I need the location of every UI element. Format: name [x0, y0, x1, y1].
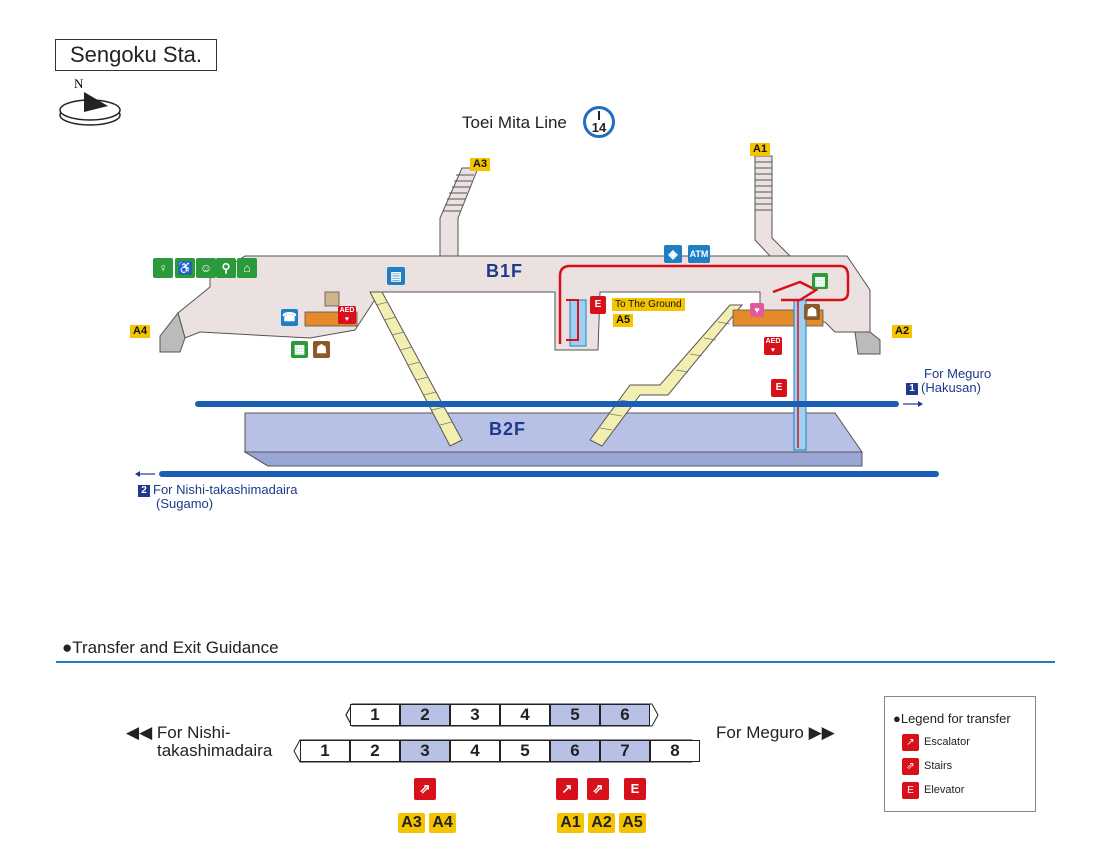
stairs-east — [589, 304, 744, 447]
exit-a5-tag: A5 — [613, 314, 634, 327]
left-direction-line1: ◀◀ For Nishi- — [126, 723, 231, 742]
baby-room-icon: ⚲ — [216, 258, 236, 278]
legend-box: ●Legend for transfer ↗ Escalator ⇗ Stair… — [884, 696, 1036, 812]
floor-b2f-label: B2F — [489, 419, 527, 439]
station-map — [135, 155, 939, 477]
legend-title: ●Legend for transfer — [893, 711, 1011, 726]
station-office-icon-west: ☗ — [313, 341, 330, 358]
ticket-machine-icon-west: ▦ — [291, 341, 308, 358]
line-code-number: 14 — [591, 120, 607, 135]
right-direction-label: For Meguro ▶▶ — [716, 723, 835, 742]
lower-car-7: 7 — [600, 740, 650, 762]
upper-car-3: 3 — [450, 704, 500, 726]
elevator-icon-car7: E — [624, 778, 646, 800]
lower-car-1: 1 — [300, 740, 350, 762]
baby-changing-icon: ⌂ — [237, 258, 257, 278]
exit-chip-a4: A4 — [429, 813, 456, 833]
exit-chip-a2: A2 — [588, 813, 615, 833]
parcel-icon: ◈ — [664, 245, 682, 263]
escalator-icon-car6: ↗ — [556, 778, 578, 800]
meguro-direction-line1: For Meguro — [924, 366, 992, 381]
aed-icon-west: AED♥ — [338, 306, 356, 324]
info-icon: ♥ — [750, 303, 764, 317]
wheelchair-restroom-icon: ♿ — [175, 258, 195, 278]
upper-car-6: 6 — [600, 704, 650, 726]
lower-car-3: 3 — [400, 740, 450, 762]
nishi-direction-line2: (Sugamo) — [156, 496, 214, 511]
lower-car-2: 2 — [350, 740, 400, 762]
ostomate-icon: ☺ — [196, 258, 216, 278]
line-label: Toei Mita Line — [462, 113, 567, 132]
legend-escalator-label: Escalator — [924, 736, 970, 748]
exit-chip-a3: A3 — [398, 813, 425, 833]
compass-icon: N — [59, 76, 121, 126]
exit-a2-tag: A2 — [892, 325, 913, 338]
section-divider — [56, 661, 1055, 663]
line-code-letter — [598, 111, 600, 120]
telephone-icon: ☎ — [281, 309, 298, 326]
lower-car-6: 6 — [550, 740, 600, 762]
upper-car-1: 1 — [350, 704, 400, 726]
legend-elevator-label: Elevator — [924, 784, 965, 796]
floor-b1f-label: B1F — [486, 261, 524, 281]
station-name: Sengoku Sta. — [55, 39, 217, 71]
escalator-icon: ↗ — [902, 734, 919, 751]
to-ground-tag: To The Ground — [612, 298, 685, 311]
compass-north-label: N — [74, 76, 84, 91]
line-number-badge: 14 — [583, 106, 615, 138]
aed-icon-east: AED♥ — [764, 337, 782, 355]
meguro-direction-line2: 1(Hakusan) — [906, 381, 981, 395]
atm-icon: ATM — [688, 245, 710, 263]
exit-chip-a5: A5 — [619, 813, 646, 833]
lower-car-5: 5 — [500, 740, 550, 762]
transfer-section-title: ●Transfer and Exit Guidance — [62, 638, 279, 657]
restroom-icon: ♀ — [153, 258, 173, 278]
upper-car-4: 4 — [500, 704, 550, 726]
coin-locker-icon: ▤ — [387, 267, 405, 285]
lower-car-4: 4 — [450, 740, 500, 762]
upper-car-2: 2 — [400, 704, 450, 726]
left-direction-line2: takashimadaira — [157, 741, 273, 760]
elevator-icon: E — [902, 782, 919, 799]
elevator-icon-b1f: E — [590, 296, 606, 314]
b1f-concourse — [177, 255, 871, 351]
ticket-machine-icon-east: ▦ — [812, 273, 828, 289]
exit-chip-a1: A1 — [557, 813, 584, 833]
exit-a4-tag: A4 — [130, 325, 151, 338]
elevator-icon-b2f: E — [771, 379, 787, 397]
stairs-icon: ⇗ — [902, 758, 919, 775]
direction-number-badge-2: 2 — [138, 484, 150, 497]
station-office-icon-east: ☗ — [804, 304, 820, 320]
stairs-west — [369, 291, 463, 447]
upper-car-5: 5 — [550, 704, 600, 726]
exit-a1-tag: A1 — [750, 143, 771, 156]
stairs-icon-car3: ⇗ — [414, 778, 436, 800]
legend-stairs-label: Stairs — [924, 760, 953, 772]
stairs-icon-car6: ⇗ — [587, 778, 609, 800]
direction-number-badge-1: 1 — [906, 382, 918, 395]
exit-a3-tag: A3 — [470, 158, 491, 171]
lower-car-8: 8 — [650, 740, 700, 762]
